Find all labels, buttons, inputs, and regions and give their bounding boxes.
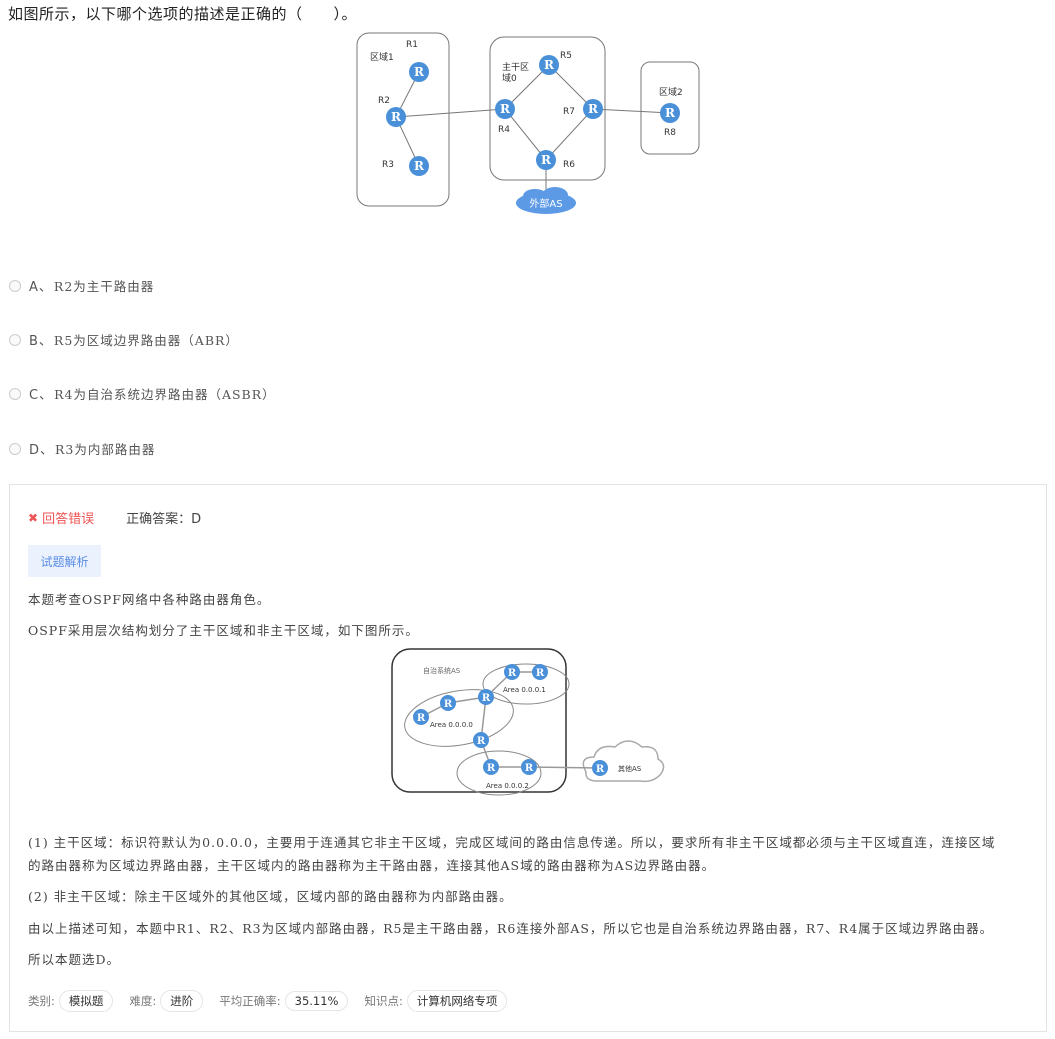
svg-text:R: R — [500, 102, 511, 116]
option-b[interactable]: B、 R5为区域边界路由器（ABR） — [9, 330, 239, 349]
svg-text:Area 0.0.0.1: Area 0.0.0.1 — [503, 686, 546, 694]
ospf-hierarchy-diagram: R R R R R R R R R 自治系统AS Area 0.0.0.1 Ar… — [391, 648, 665, 796]
analysis-p1: 本题考查OSPF网络中各种路由器角色。 — [28, 592, 271, 607]
radio-d[interactable] — [9, 442, 21, 455]
option-c[interactable]: C、 R4为自治系统边界路由器（ASBR） — [9, 384, 276, 403]
svg-text:R2: R2 — [378, 96, 390, 106]
svg-text:R: R — [508, 668, 517, 679]
external-as-cloud-icon — [516, 187, 576, 214]
svg-text:区域2: 区域2 — [659, 86, 683, 98]
svg-text:R1: R1 — [406, 40, 418, 50]
svg-text:R: R — [477, 736, 486, 747]
analysis-p5: 由以上描述可知，本题中R1、R2、R3为区域内部路由器，R5是主干路由器，R6连… — [28, 921, 994, 936]
svg-text:R: R — [665, 106, 676, 120]
difficulty-tag: 进阶 — [160, 990, 204, 1012]
svg-text:R: R — [482, 693, 491, 704]
question-text: 如图所示，以下哪个选项的描述是正确的（ ）。 — [8, 5, 358, 23]
radio-c[interactable] — [9, 387, 21, 400]
option-d[interactable]: D、 R3为内部路由器 — [9, 439, 155, 458]
svg-text:R: R — [417, 713, 426, 724]
svg-text:其他AS: 其他AS — [618, 764, 642, 773]
answer-panel: ✖ 回答错误 正确答案：D 试题解析 本题考查OSPF网络中各种路由器角色。 O… — [9, 484, 1047, 1032]
question-meta: 类别: 模拟题 难度: 进阶 平均正确率: 35.11% 知识点: 计算机网络专… — [28, 990, 523, 1012]
wrong-status: ✖ 回答错误 — [28, 510, 95, 528]
svg-text:Area 0.0.0.0: Area 0.0.0.0 — [430, 721, 473, 729]
result-row: ✖ 回答错误 正确答案：D — [28, 508, 202, 528]
analysis-button[interactable]: 试题解析 — [28, 545, 101, 577]
svg-text:R: R — [525, 763, 534, 774]
svg-text:R8: R8 — [664, 128, 676, 138]
svg-text:R: R — [414, 159, 425, 173]
svg-text:R: R — [588, 102, 599, 116]
svg-text:自治系统AS: 自治系统AS — [423, 666, 461, 675]
svg-text:主干区: 主干区 — [502, 61, 529, 73]
svg-text:R4: R4 — [498, 125, 510, 135]
analysis-p6: 所以本题选D。 — [28, 952, 121, 967]
analysis-p3-line2: 的路由器称为区域边界路由器，主干区域内的路由器称为主干路由器，连接其他AS域的路… — [28, 858, 716, 873]
radio-b[interactable] — [9, 333, 21, 346]
cross-icon: ✖ — [28, 510, 39, 525]
svg-text:R: R — [536, 668, 545, 679]
analysis-p3-line1: (1) 主干区域：标识符默认为0.0.0.0，主要用于连通其它非主干区域，完成区… — [28, 835, 996, 850]
svg-text:R: R — [487, 763, 496, 774]
svg-text:外部AS: 外部AS — [529, 197, 562, 210]
correct-answer: 正确答案：D — [126, 512, 202, 527]
svg-text:Area 0.0.0.2: Area 0.0.0.2 — [486, 782, 529, 790]
svg-text:R3: R3 — [382, 160, 394, 170]
radio-a[interactable] — [9, 279, 21, 292]
svg-text:R: R — [444, 699, 453, 710]
svg-text:R6: R6 — [563, 160, 575, 170]
analysis-p4: (2) 非主干区域：除主干区域外的其他区域，区域内部的路由器称为内部路由器。 — [28, 889, 513, 904]
svg-text:R: R — [544, 58, 555, 72]
analysis-p2: OSPF采用层次结构划分了主干区域和非主干区域，如下图所示。 — [28, 623, 419, 638]
network-topology-diagram: 外部AS R R R R R R R R R1 区域1 R2 R3 主干区 域0… — [356, 32, 700, 214]
option-a[interactable]: A、 R2为主干路由器 — [9, 276, 154, 295]
svg-text:R: R — [414, 65, 425, 79]
knowledge-tag[interactable]: 计算机网络专项 — [406, 990, 508, 1012]
svg-text:R: R — [541, 153, 552, 167]
svg-text:R: R — [391, 110, 402, 124]
svg-text:R7: R7 — [563, 107, 575, 117]
accuracy-tag: 35.11% — [284, 991, 349, 1011]
category-tag[interactable]: 模拟题 — [58, 990, 114, 1012]
svg-text:R5: R5 — [560, 51, 572, 61]
svg-text:域0: 域0 — [502, 72, 517, 84]
svg-text:区域1: 区域1 — [370, 51, 394, 63]
svg-text:R: R — [596, 764, 605, 775]
